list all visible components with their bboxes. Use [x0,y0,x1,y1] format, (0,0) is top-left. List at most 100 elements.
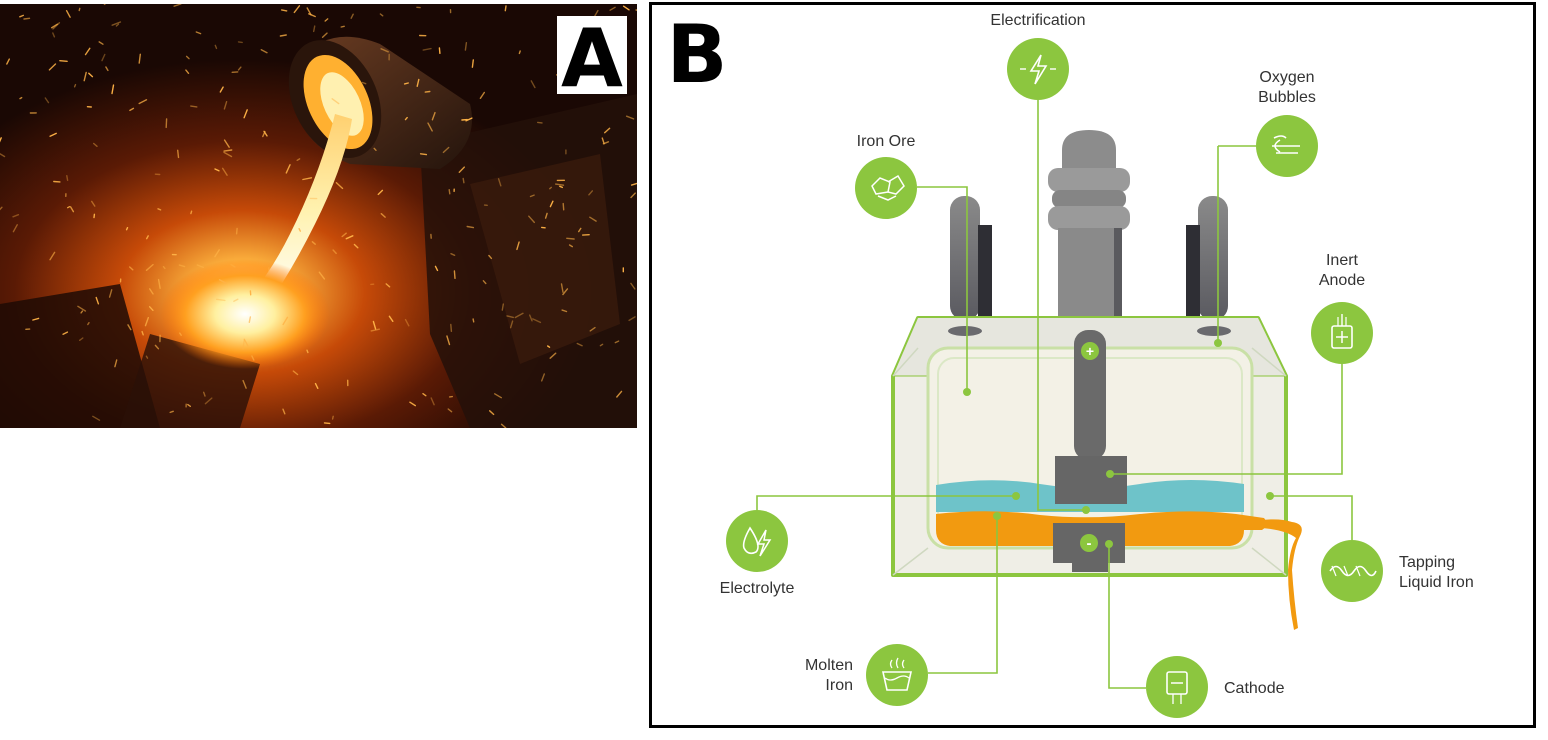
spark [157,208,162,211]
panel-letter-a: A [561,12,623,105]
spark [341,232,347,238]
spark [555,183,565,186]
spark [431,111,436,121]
spark [138,99,148,105]
spark [506,315,514,319]
spark [373,147,377,152]
spark [494,393,502,399]
spark [622,5,630,11]
electrolysis-cell-diagram: B [667,8,1474,718]
spark [562,288,569,296]
spark [83,71,87,82]
spark [32,317,40,321]
molten-iron-icon [866,644,928,706]
spark [448,188,451,195]
spark [145,263,154,271]
spark [243,338,249,347]
spark [69,206,75,213]
spark [237,41,243,44]
spark [242,340,245,350]
spark [230,264,236,268]
spark [148,288,154,295]
spark [628,316,636,322]
spark [223,139,230,148]
panel-a-photo: A [0,4,637,428]
spark [87,322,90,326]
spark [92,142,98,148]
spark [179,332,182,336]
spark [129,107,135,112]
spark [630,182,637,186]
spark [185,55,190,60]
spark [318,271,326,280]
spark [568,244,573,248]
side-post-left [950,196,992,320]
spark [154,344,160,350]
tapping-liquid-iron-icon [1321,540,1383,602]
spark [340,25,345,28]
spark [335,181,344,190]
spark [419,153,428,156]
spark [331,415,334,420]
spark [471,59,474,68]
spark [169,410,174,414]
inert-anode-icon [1311,302,1373,364]
spark [282,408,286,415]
spark [314,382,319,389]
spark [51,23,59,29]
spark [65,9,71,18]
spark [59,60,68,62]
spark [561,309,568,313]
spark [111,21,122,26]
spark [52,32,56,38]
spark [321,32,328,38]
spark [195,31,202,35]
spark [19,96,23,100]
electrolyte-icon [726,510,788,572]
spark [263,130,268,137]
label-electrolyte: Electrolyte [720,580,795,597]
spark [504,5,507,12]
spark [465,117,473,122]
tapping-stream [1262,519,1302,630]
spark [479,91,485,100]
spark [173,4,182,7]
spark [52,22,61,30]
spark [282,316,289,326]
spark [115,23,120,27]
spark [472,318,475,323]
spark [447,408,453,413]
label-inert-line1: Inert [1326,252,1359,269]
cathode-minus-sign: - [1087,535,1092,552]
spark [576,342,583,347]
spark [84,47,91,56]
spark [630,282,636,290]
spark [296,158,301,162]
post-hole-left [948,326,982,336]
spark [176,149,180,159]
spark [111,84,115,95]
spark [127,324,132,331]
spark [324,18,329,22]
spark [331,98,340,105]
spark [422,393,427,397]
spark [464,42,468,51]
spark [298,227,301,232]
spark [422,47,432,51]
spark [223,149,233,152]
label-cathode: Cathode [1224,680,1285,697]
spark [332,249,337,255]
spark [23,17,31,20]
spark [19,14,24,18]
spark [514,312,524,319]
spark [90,200,96,207]
central-electrode-column [1048,130,1130,320]
leader-lines [756,100,1353,689]
spark [547,345,551,348]
spark [489,410,495,416]
spark [108,289,113,298]
spark [190,105,198,108]
spark [442,146,450,154]
spark [380,48,389,53]
spark [202,391,206,397]
